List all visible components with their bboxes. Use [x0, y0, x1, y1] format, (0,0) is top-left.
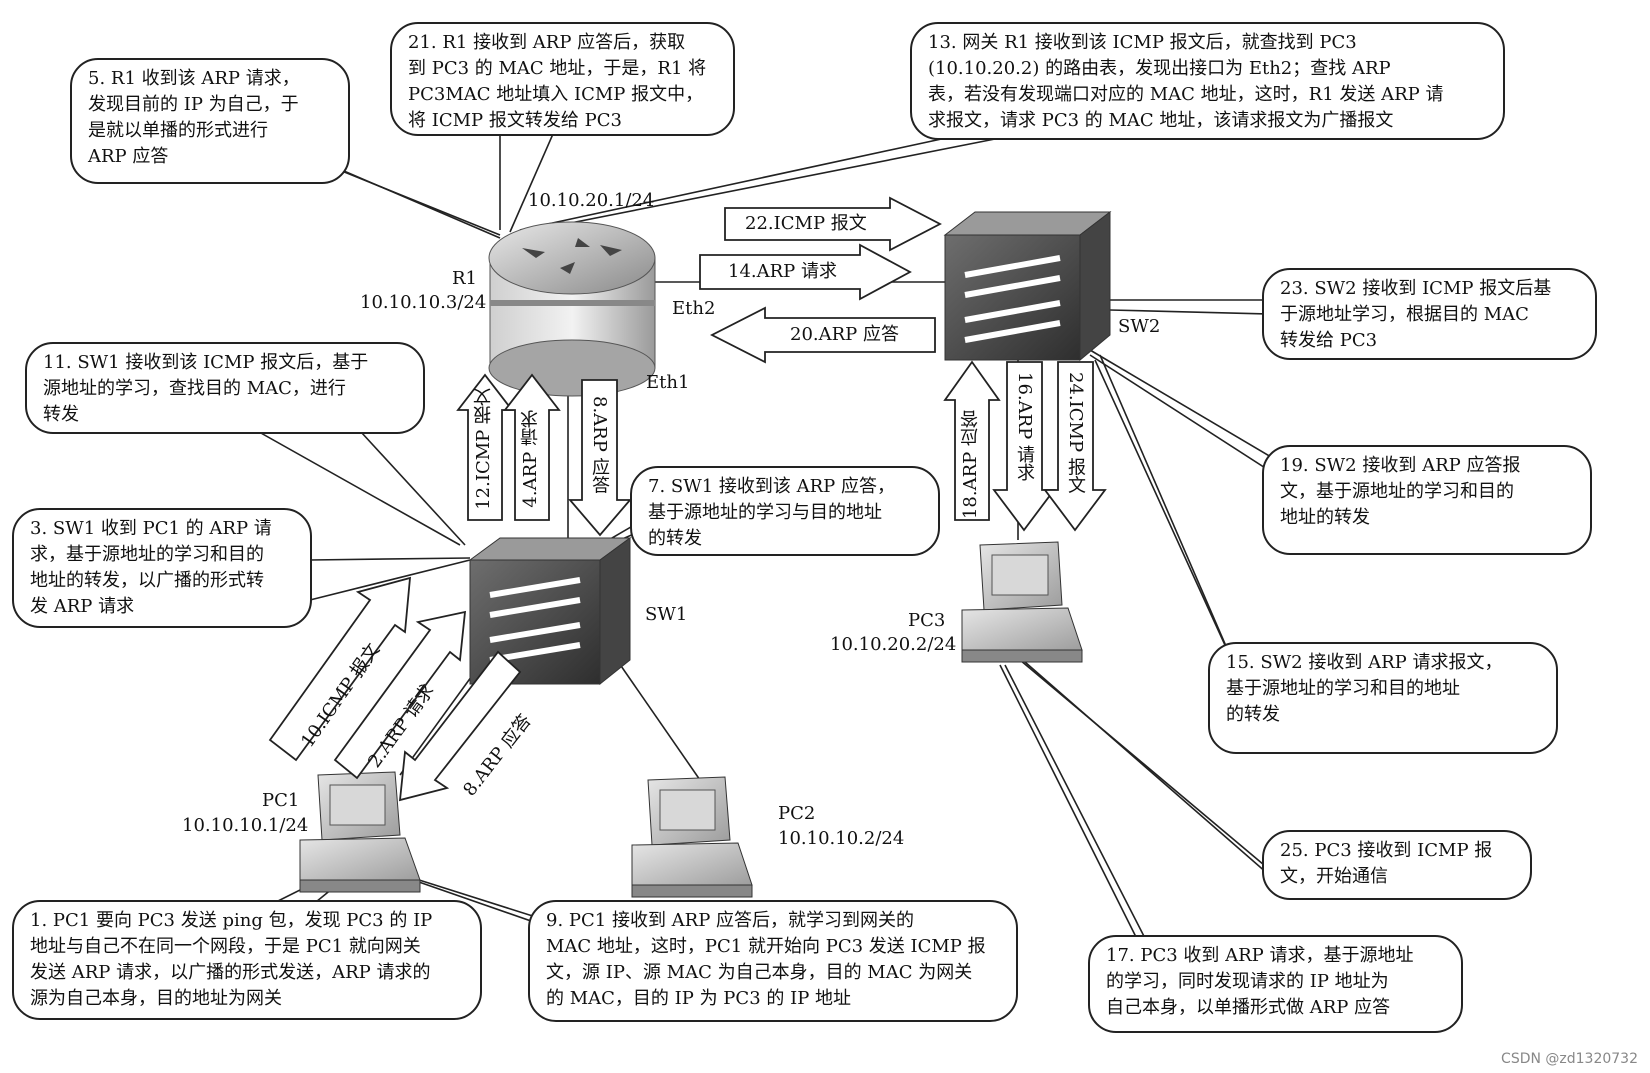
leader-c21b: [509, 117, 561, 233]
callout-3: 3. SW1 收到 PC1 的 ARP 请 求，基于源地址的学习和目的 地址的转…: [12, 508, 312, 628]
callout-13: 13. 网关 R1 接收到该 ICMP 报文后，就查找到 PC3 (10.10.…: [910, 22, 1505, 140]
leader-c17: [999, 664, 1141, 946]
arrow-8-pc1: [398, 650, 522, 802]
pc3-name-label: PC3: [908, 610, 946, 631]
leader-c3b: [309, 557, 471, 561]
sw2-label: SW2: [1118, 316, 1161, 337]
callout-19: 19. SW2 接收到 ARP 应答报 文，基于源地址的学习和目的 地址的转发: [1262, 445, 1592, 555]
leader-c3: [309, 559, 471, 601]
callout-7: 7. SW1 接收到该 ARP 应答， 基于源地址的学习与目的地址 的转发: [630, 466, 940, 556]
router-r1-icon: [488, 221, 656, 397]
pc2-ip-label: 10.10.10.2/24: [778, 828, 905, 849]
pc1-name-label: PC1: [262, 790, 300, 811]
pc2-icon: [631, 776, 753, 898]
eth2-label: Eth2: [672, 298, 716, 319]
arrow-24: [1043, 361, 1107, 532]
arrow-16-label: 16.ARP 请求: [1014, 372, 1035, 482]
switch-sw2-icon: [943, 210, 1112, 362]
callout-25: 25. PC3 接收到 ICMP 报 文，开始通信: [1262, 830, 1532, 900]
arrow-22-label: 22.ICMP 报文: [745, 213, 867, 234]
leader-c13: [519, 134, 961, 231]
r1-name-label: R1: [452, 268, 478, 289]
pc2-name-label: PC2: [778, 803, 816, 824]
leader-c5b: [329, 164, 501, 239]
arrow-14-label: 14.ARP 请求: [728, 261, 838, 282]
leader-c13b: [524, 137, 1001, 233]
arrow-4: [503, 373, 561, 521]
callout-21: 21. R1 接收到 ARP 应答后，获取 到 PC3 的 MAC 地址，于是，…: [390, 22, 735, 136]
leader-c17b: [1004, 664, 1151, 949]
arrow-12-label: 12.ICMP 报文: [473, 388, 494, 510]
pc1-icon: [299, 771, 421, 893]
callout-1: 1. PC1 要向 PC3 发送 ping 包，发现 PC3 的 IP 地址与自…: [12, 900, 482, 1020]
pc3-icon: [961, 541, 1083, 663]
arrow-18: [943, 360, 1001, 521]
arrow-20: [710, 306, 936, 364]
callout-5: 5. R1 收到该 ARP 请求， 发现目前的 IP 为自己，于 是就以单播的形…: [70, 58, 350, 184]
arrow-12: [456, 373, 514, 521]
callout-15: 15. SW2 接收到 ARP 请求报文， 基于源地址的学习和目的地址 的转发: [1208, 642, 1558, 754]
block-arrows: [268, 196, 1107, 802]
arrow-18-label: 18.ARP 应答: [960, 410, 981, 520]
callout-17: 17. PC3 收到 ARP 请求，基于源地址 的学习，同时发现请求的 IP 地…: [1088, 935, 1463, 1033]
leader-c25b: [1024, 661, 1276, 881]
arrow-8-sw1: [568, 379, 632, 537]
link-sw1-pc2: [609, 649, 701, 781]
sw1-label: SW1: [645, 604, 688, 625]
arrow-20-label: 20.ARP 应答: [790, 324, 900, 345]
arrow-2: [333, 610, 467, 780]
arrow-10: [268, 576, 412, 762]
eth1-label: Eth1: [646, 372, 690, 393]
watermark-footer: CSDN @zd1320732: [1501, 1051, 1638, 1067]
arrow-8-sw1-label: 8.ARP 应答: [589, 396, 610, 494]
arrow-24-label: 24.ICMP 报文: [1065, 372, 1086, 494]
r1-ip-label: 10.10.10.3/24: [360, 292, 487, 313]
pc3-ip-label: 10.10.20.2/24: [830, 634, 957, 655]
leader-c11b: [349, 419, 466, 546]
callout-9: 9. PC1 接收到 ARP 应答后，就学习到网关的 MAC 地址，这时，PC1…: [528, 900, 1018, 1022]
arrow-22: [724, 196, 942, 252]
arrow-4-label: 4.ARP 请求: [520, 410, 541, 508]
r1-eth2-ip-label: 10.10.20.1/24: [528, 190, 655, 211]
callout-23: 23. SW2 接收到 ICMP 报文后基 于源地址学习，根据目的 MAC 转发…: [1262, 268, 1597, 360]
pc1-ip-label: 10.10.10.1/24: [182, 815, 309, 836]
arrow-16: [992, 361, 1056, 532]
callout-11: 11. SW1 接收到该 ICMP 报文后，基于 源地址的学习，查找目的 MAC…: [25, 342, 425, 434]
arrow-14: [699, 243, 912, 301]
